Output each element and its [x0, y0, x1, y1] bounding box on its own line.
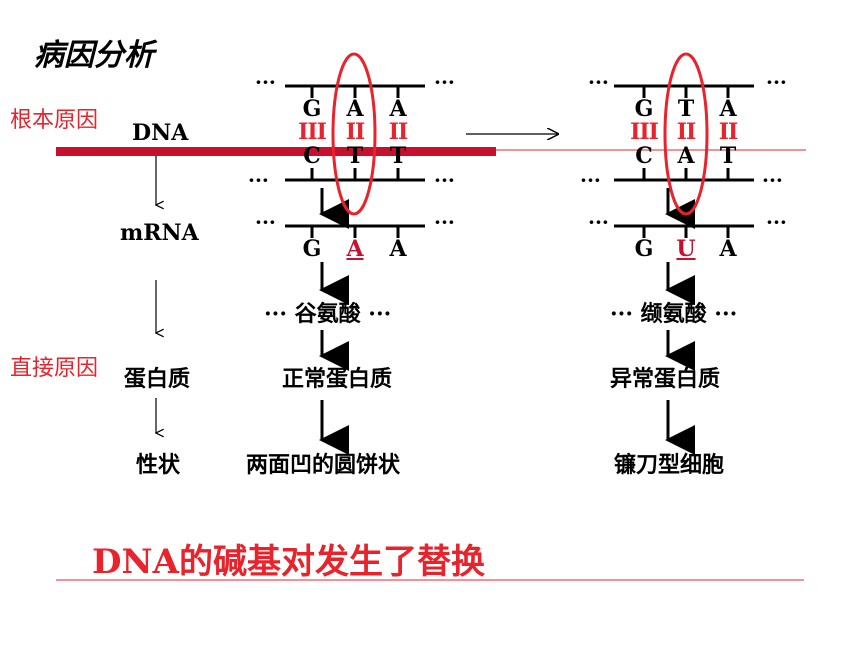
mrna-label: mRNA [120, 220, 199, 246]
normal-mrna-right-ellipsis: ··· [434, 210, 455, 234]
normal-hydrogen-bond: III [298, 119, 327, 145]
mutant-dna-bottom-base: C [635, 143, 653, 169]
mutant-trait: 镰刀型细胞 [614, 452, 725, 478]
normal-mrna-strand [285, 224, 425, 238]
normal-dna-top-base: G [302, 96, 322, 122]
mutant-mrna-left-ellipsis: ··· [588, 210, 609, 234]
normal-mrna-base: A [389, 236, 407, 262]
normal-dna-top-right-ellipsis: ··· [434, 70, 455, 94]
normal-dna-bottom-left-ellipsis: ··· [248, 168, 269, 192]
normal-dna-bottom-right-ellipsis: ··· [434, 168, 455, 192]
direct-cause-label: 直接原因 [10, 356, 99, 381]
mutant-dna-bottom-right-ellipsis: ··· [762, 168, 783, 192]
mutant-hydrogen-bond: III [630, 119, 659, 145]
mutant-dna-bottom-left-ellipsis: ··· [580, 168, 601, 192]
normal-protein: 正常蛋白质 [282, 366, 393, 392]
mutant-protein: 异常蛋白质 [610, 366, 721, 392]
normal-dna-bottom-base: T [346, 143, 364, 169]
page-title: 病因分析 [34, 38, 154, 73]
normal-dna-top-base: A [389, 96, 407, 122]
mutant-hydrogen-bond: II [718, 119, 739, 145]
conclusion-text: DNA的碱基对发生了替换 [92, 542, 485, 582]
normal-mutation-circle [331, 52, 377, 216]
normal-mrna-mutation-base: A [346, 236, 364, 262]
mutant-mutation-circle [663, 52, 709, 216]
mutant-dna-bottom-base: T [719, 143, 737, 169]
normal-dna-bottom-base: C [303, 143, 321, 169]
mutant-dna-top-base: T [677, 96, 695, 122]
mutant-amino-acid: ··· 缬氨酸 ··· [610, 301, 738, 327]
normal-mrna-base: G [302, 236, 322, 262]
root-cause-bar [56, 147, 496, 156]
mutant-mrna-base: A [719, 236, 737, 262]
mutant-dna-top-base: A [719, 96, 737, 122]
normal-dna-top-base: A [346, 96, 364, 122]
normal-dna-strands [285, 84, 425, 182]
normal-mrna-left-ellipsis: ··· [255, 210, 276, 234]
mutant-dna-strands [614, 84, 754, 182]
mutant-mrna-base: G [634, 236, 654, 262]
mutant-mrna-right-ellipsis: ··· [766, 210, 787, 234]
trait-label: 性状 [136, 452, 181, 478]
normal-dna-bottom-base: T [389, 143, 407, 169]
normal-hydrogen-bond: II [345, 119, 366, 145]
mutant-hydrogen-bond: II [676, 119, 697, 145]
mutant-dna-top-left-ellipsis: ··· [588, 70, 609, 94]
mutant-dna-top-base: G [634, 96, 654, 122]
normal-hydrogen-bond: II [388, 119, 409, 145]
mutant-dna-top-right-ellipsis: ··· [766, 70, 787, 94]
normal-trait: 两面凹的圆饼状 [246, 452, 401, 478]
mutant-dna-bottom-base: A [677, 143, 695, 169]
mutant-mrna-mutation-base: U [676, 236, 696, 262]
root-cause-label: 根本原因 [10, 108, 99, 133]
normal-amino-acid: ··· 谷氨酸 ··· [264, 301, 392, 327]
normal-dna-top-left-ellipsis: ··· [255, 70, 276, 94]
dna-label: DNA [132, 120, 189, 146]
protein-label: 蛋白质 [124, 366, 191, 392]
